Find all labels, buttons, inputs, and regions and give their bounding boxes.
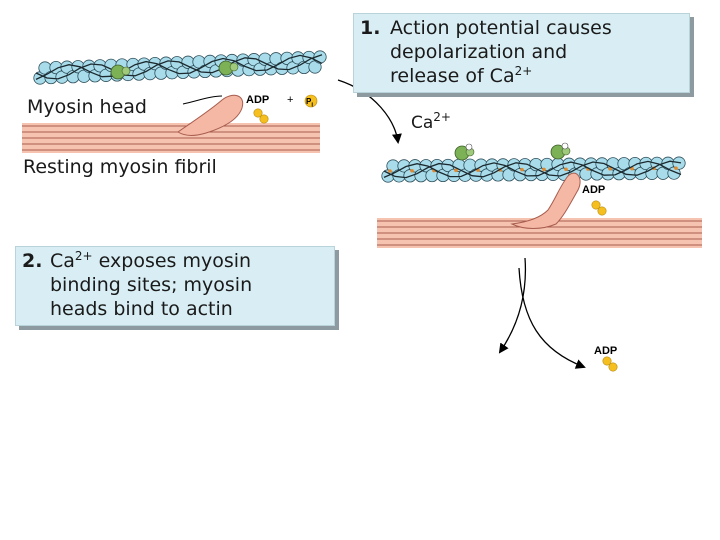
myosin-head-label: Myosin head [27, 96, 147, 118]
phosphate-letter: P [306, 97, 312, 106]
step2-line1-sup: 2+ [74, 249, 93, 263]
activated-actin-filament-icon [381, 142, 686, 183]
step2-number: 2. [22, 250, 43, 272]
step2-line2: binding sites; myosin [50, 274, 253, 296]
resting-myosin-fibril-icon [22, 123, 320, 153]
adp-bound-icon [591, 200, 607, 216]
arrow-step1-icon [337, 79, 402, 144]
arrow-down-icon [498, 257, 527, 354]
step2-line3: heads bind to actin [50, 298, 233, 320]
calcium-ion-sup: 2+ [433, 110, 451, 124]
step1-line3: release of Ca2+ [390, 65, 532, 87]
resting-actin-filament-icon [33, 50, 327, 85]
bound-myosin-head-icon [510, 172, 581, 229]
arrow-adp-release-icon [518, 267, 586, 369]
step2-line1: Ca2+ exposes myosin [50, 250, 251, 272]
phosphate-label: Pi [306, 97, 313, 109]
step1-line2: depolarization and [390, 41, 568, 63]
step2-panel: 2. Ca2+ exposes myosin binding sites; my… [15, 246, 335, 326]
step2-line1-pre: Ca [50, 250, 75, 272]
adp-top-label: ADP [246, 94, 270, 106]
phosphate-sub: i [311, 102, 314, 109]
step1-panel: 1. Action potential causes depolarizatio… [353, 13, 690, 93]
step1-number: 1. [360, 17, 381, 39]
phosphate-icon [304, 94, 318, 108]
resting-myosin-fibril-label: Resting myosin fibril [23, 156, 217, 178]
calcium-ion-label: Ca2+ [411, 110, 451, 133]
step1-line3-text: release of Ca [390, 65, 515, 87]
calcium-ion-text: Ca [411, 113, 434, 133]
step2-line1-post: exposes myosin [92, 250, 252, 272]
troponin-icon [110, 64, 131, 80]
molecules [253, 94, 618, 372]
adp-released-icon [602, 356, 618, 372]
adp-bound-label: ADP [582, 184, 606, 196]
resting-myosin-head-icon [177, 94, 244, 136]
adp-top-icon [253, 108, 269, 124]
adp-released-label: ADP [594, 345, 618, 357]
troponin-icon [218, 60, 239, 76]
arrows [337, 79, 586, 369]
step1-line3-sup: 2+ [514, 64, 533, 78]
step1-line1: Action potential causes [390, 17, 612, 39]
plus-sign: + [287, 94, 294, 106]
